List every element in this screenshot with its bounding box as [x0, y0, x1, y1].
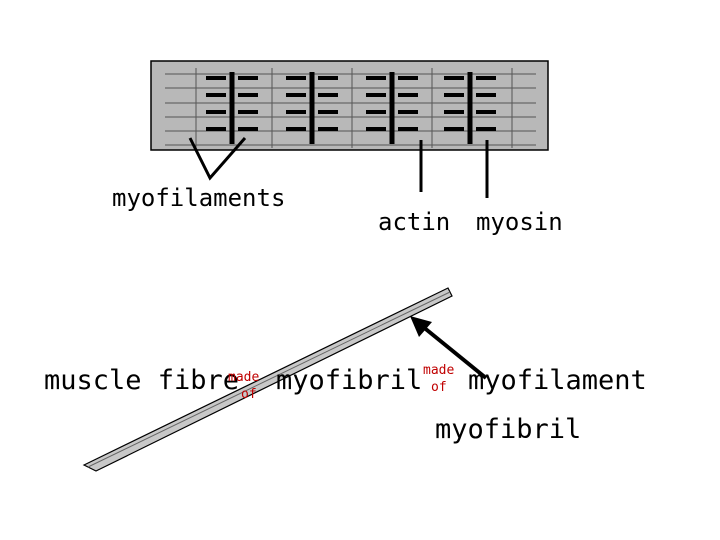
made-of-label-1-made: made — [228, 370, 259, 385]
myofilament-label: myofilament — [468, 365, 647, 396]
pointer-lines — [188, 137, 489, 198]
myosin-label: myosin — [476, 208, 563, 236]
made-of-label-1-of: of — [241, 387, 257, 402]
myofibril-block-background — [150, 60, 549, 151]
myofilaments-pointer — [188, 137, 247, 181]
rod-arrow — [410, 316, 488, 380]
rod-arrow-shaft — [420, 324, 488, 380]
made-of-label-2-made: made — [423, 363, 454, 378]
myofibril-inline-label: myofibril — [276, 365, 422, 396]
thick-filaments — [206, 72, 496, 144]
muscle-fibre-label: muscle fibre — [44, 365, 239, 396]
myofibril-fine-lines — [165, 68, 536, 148]
rod-arrow-head — [410, 316, 432, 337]
actin-label: actin — [378, 208, 450, 236]
myofilaments-label: myofilaments — [112, 184, 285, 212]
myofibril-rod-label: myofibril — [435, 414, 581, 445]
made-of-label-2-of: of — [431, 380, 447, 395]
myofibril-rod — [82, 287, 453, 472]
rod-highlight — [87, 291, 451, 468]
myofibril-block — [150, 60, 549, 151]
